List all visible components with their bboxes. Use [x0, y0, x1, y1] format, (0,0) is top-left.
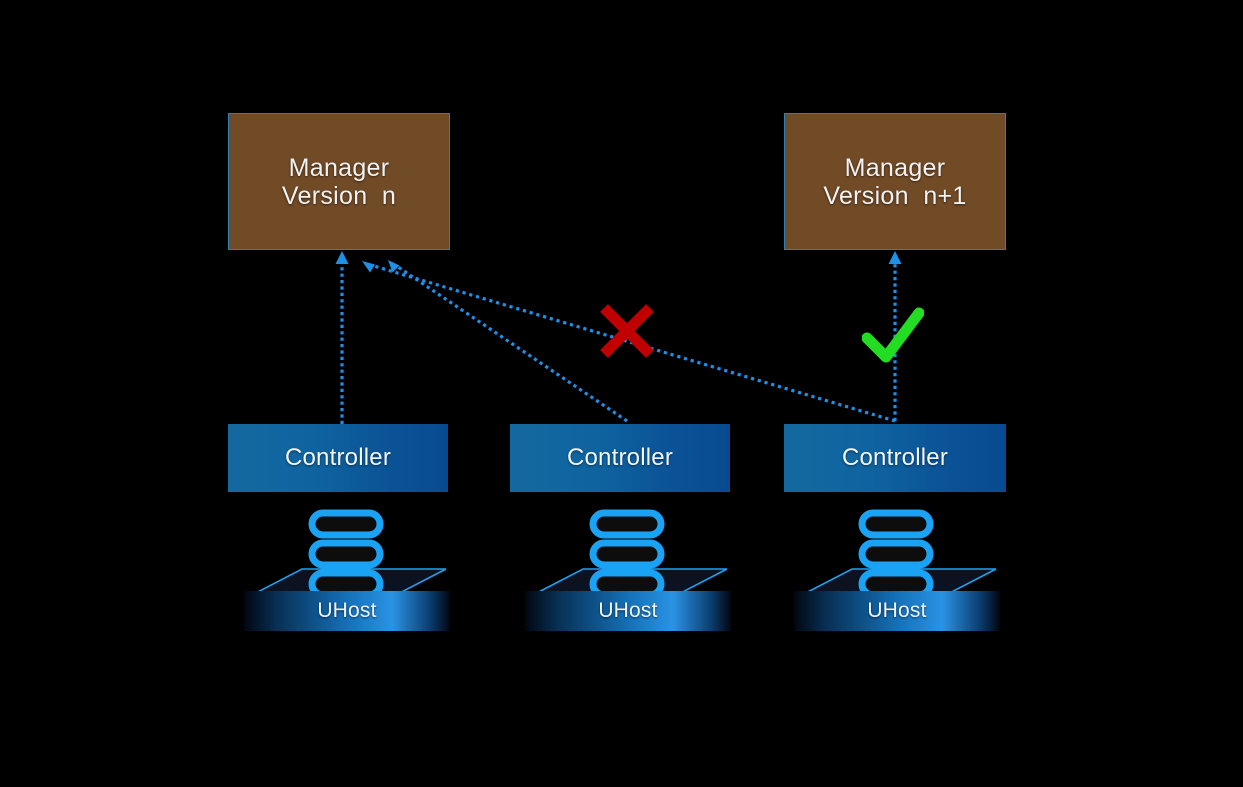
uhost-unit-3[interactable]: UHost — [790, 503, 1004, 633]
controller-box-2[interactable]: Controller — [510, 424, 730, 492]
manager-n1-line1: Manager — [844, 153, 946, 182]
manager-n-label: Manager Version n — [282, 154, 396, 210]
controller-3-label: Controller — [841, 444, 949, 471]
manager-box-version-n[interactable]: Manager Version n — [228, 113, 450, 250]
uhost-3-label-bar: UHost — [794, 591, 1000, 631]
wire-c1-to-manager-n — [335, 251, 349, 424]
server-stack-icon — [528, 509, 728, 599]
uhost-2-label: UHost — [598, 599, 658, 622]
wire-c2-to-manager-n — [388, 260, 628, 423]
uhost-1-label: UHost — [317, 599, 377, 622]
server-stack-icon — [797, 509, 997, 599]
controller-2-label: Controller — [566, 444, 674, 471]
uhost-unit-2[interactable]: UHost — [521, 503, 735, 633]
wire-c3-to-manager-n — [362, 261, 896, 423]
controller-box-3[interactable]: Controller — [784, 424, 1006, 492]
uhost-1-label-bar: UHost — [244, 591, 450, 631]
manager-n1-line2: Version n+1 — [823, 181, 967, 210]
uhost-2-label-bar: UHost — [525, 591, 731, 631]
uhost-unit-1[interactable]: UHost — [240, 503, 454, 633]
check-icon — [862, 307, 924, 363]
manager-box-version-n-plus-1[interactable]: Manager Version n+1 — [784, 113, 1006, 250]
controller-1-label: Controller — [284, 444, 392, 471]
manager-n-line2: Version n — [281, 181, 397, 210]
manager-n1-label: Manager Version n+1 — [823, 154, 966, 210]
server-stack-icon — [247, 509, 447, 599]
cross-icon — [600, 304, 654, 358]
manager-n-line1: Manager — [288, 153, 390, 182]
uhost-3-label: UHost — [867, 599, 927, 622]
controller-box-1[interactable]: Controller — [228, 424, 448, 492]
